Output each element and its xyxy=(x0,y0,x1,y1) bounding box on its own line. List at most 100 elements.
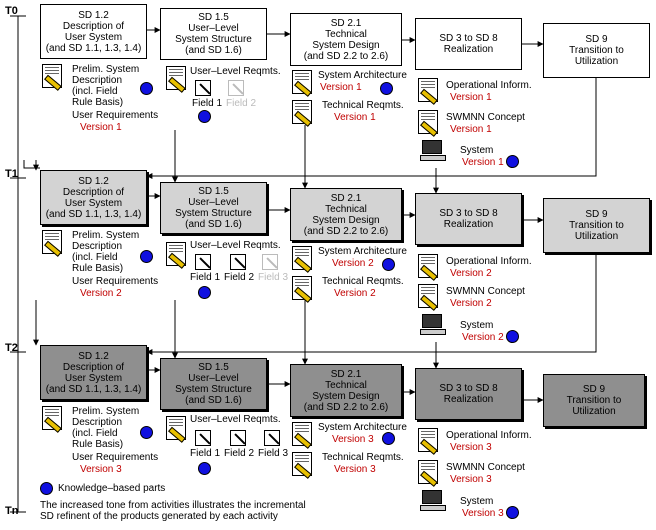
swmnn-concept-version: Version 1 xyxy=(450,124,492,135)
activity-sd15-t1: SD 1.5 User–Level System Structure (and … xyxy=(160,182,267,234)
document-icon xyxy=(292,70,312,97)
knowledge-dot-icon xyxy=(140,426,153,439)
swmnn-concept-label: SWMNN Concept xyxy=(446,112,525,123)
knowledge-dot-icon xyxy=(198,462,211,475)
system-label: System xyxy=(460,496,494,507)
system-version: Version 3 xyxy=(462,508,504,519)
field-2-label: Field 2 xyxy=(226,98,257,109)
field-icon-ghost xyxy=(262,254,278,270)
user-level-reqmts-label: User–Level Reqmts. xyxy=(190,414,281,425)
system-label: System xyxy=(460,145,494,156)
system-architecture-version: Version 3 xyxy=(332,434,374,445)
document-icon xyxy=(166,242,186,269)
document-icon xyxy=(292,100,312,127)
technical-reqmts-version: Version 2 xyxy=(334,288,376,299)
document-icon xyxy=(166,66,186,93)
user-requirements-version: Version 2 xyxy=(80,288,122,299)
computer-icon xyxy=(420,490,446,512)
activity-sd9-t2: SD 9 Transition to Utilization xyxy=(543,374,645,427)
knowledge-dot-icon xyxy=(380,82,393,95)
technical-reqmts-version: Version 3 xyxy=(334,464,376,475)
activity-sd21-t0: SD 2.1 Technical System Design (and SD 2… xyxy=(290,13,402,66)
document-icon xyxy=(418,284,438,311)
prelim-system-description-label: Prelim. System Description (incl. Field … xyxy=(72,64,140,108)
field-2-label: Field 2 xyxy=(224,448,255,459)
technical-reqmts-version: Version 1 xyxy=(334,112,376,123)
swmnn-concept-label: SWMNN Concept xyxy=(446,286,525,297)
computer-icon xyxy=(420,314,446,336)
document-icon xyxy=(418,78,438,105)
activity-sd21-t1: SD 2.1 Technical System Design (and SD 2… xyxy=(290,188,402,241)
field-1-label: Field 1 xyxy=(190,272,221,283)
field-2-label: Field 2 xyxy=(224,272,255,283)
knowledge-dot-icon xyxy=(140,82,153,95)
system-architecture-version: Version 2 xyxy=(332,258,374,269)
feedback-arrow xyxy=(146,78,597,179)
field-1-label: Field 1 xyxy=(192,98,223,109)
document-icon xyxy=(292,276,312,303)
field-1-label: Field 1 xyxy=(190,448,221,459)
activity-sd38-t0: SD 3 to SD 8 Realization xyxy=(415,18,522,70)
technical-reqmts-label: Technical Reqmts. xyxy=(322,452,404,463)
operational-inform-label: Operational Inform. xyxy=(446,80,532,91)
user-level-reqmts-label: User–Level Reqmts. xyxy=(190,240,281,251)
activity-sd38-t1: SD 3 to SD 8 Realization xyxy=(415,193,522,245)
technical-reqmts-label: Technical Reqmts. xyxy=(322,276,404,287)
legend-label: Knowledge–based parts xyxy=(58,483,166,494)
field-icon xyxy=(195,80,211,96)
timeline-connector xyxy=(23,160,40,169)
activity-sd38-t2: SD 3 to SD 8 Realization xyxy=(415,368,522,420)
user-requirements-label: User Requirements xyxy=(72,276,159,287)
legend-dot-icon xyxy=(40,482,53,495)
system-architecture-label: System Architecture xyxy=(318,246,407,257)
document-icon xyxy=(418,254,438,281)
knowledge-dot-icon xyxy=(506,155,519,168)
operational-inform-label: Operational Inform. xyxy=(446,256,532,267)
swmnn-concept-version: Version 2 xyxy=(450,298,492,309)
knowledge-dot-icon xyxy=(382,258,395,271)
system-label: System xyxy=(460,320,494,331)
timeline-label-t2: T2 xyxy=(5,342,18,354)
activity-sd9-t0: SD 9 Transition to Utilization xyxy=(543,23,650,78)
operational-inform-version: Version 2 xyxy=(450,268,492,279)
field-icon xyxy=(195,430,211,446)
user-requirements-label: User Requirements xyxy=(72,452,159,463)
activity-sd21-t2: SD 2.1 Technical System Design (and SD 2… xyxy=(290,364,402,417)
knowledge-dot-icon xyxy=(506,506,519,519)
knowledge-dot-icon xyxy=(506,330,519,343)
user-requirements-version: Version 3 xyxy=(80,464,122,475)
prelim-system-description-label: Prelim. System Description (incl. Field … xyxy=(72,230,140,274)
field-icon-ghost xyxy=(228,80,244,96)
computer-icon xyxy=(420,140,446,162)
document-icon xyxy=(292,422,312,449)
knowledge-dot-icon xyxy=(198,110,211,123)
activity-sd9-t1: SD 9 Transition to Utilization xyxy=(543,198,650,253)
activity-sd15-t0: SD 1.5 User–Level System Structure (and … xyxy=(160,8,267,60)
timeline-label-t1: T1 xyxy=(5,168,18,180)
operational-inform-version: Version 3 xyxy=(450,442,492,453)
system-version: Version 1 xyxy=(462,157,504,168)
system-architecture-version: Version 1 xyxy=(320,82,362,93)
activity-sd12-t1: SD 1.2 Description of User System (and S… xyxy=(40,170,147,225)
activity-sd12-t2: SD 1.2 Description of User System (and S… xyxy=(40,345,147,400)
technical-reqmts-label: Technical Reqmts. xyxy=(322,100,404,111)
document-icon xyxy=(42,406,62,433)
timeline-label-t0: T0 xyxy=(5,5,18,17)
document-icon xyxy=(418,428,438,455)
feedback-arrow xyxy=(146,253,597,355)
document-icon xyxy=(42,230,62,257)
field-icon xyxy=(195,254,211,270)
field-icon xyxy=(230,254,246,270)
timeline-label-tn: Tn xyxy=(5,505,19,517)
caption: The increased tone from activities illus… xyxy=(40,500,306,522)
document-icon xyxy=(292,452,312,479)
document-icon xyxy=(42,64,62,91)
prelim-system-description-label: Prelim. System Description (incl. Field … xyxy=(72,406,140,450)
system-version: Version 2 xyxy=(462,332,504,343)
field-3-label: Field 3 xyxy=(258,448,289,459)
knowledge-dot-icon xyxy=(198,286,211,299)
user-requirements-label: User Requirements xyxy=(72,110,159,121)
document-icon xyxy=(418,460,438,487)
